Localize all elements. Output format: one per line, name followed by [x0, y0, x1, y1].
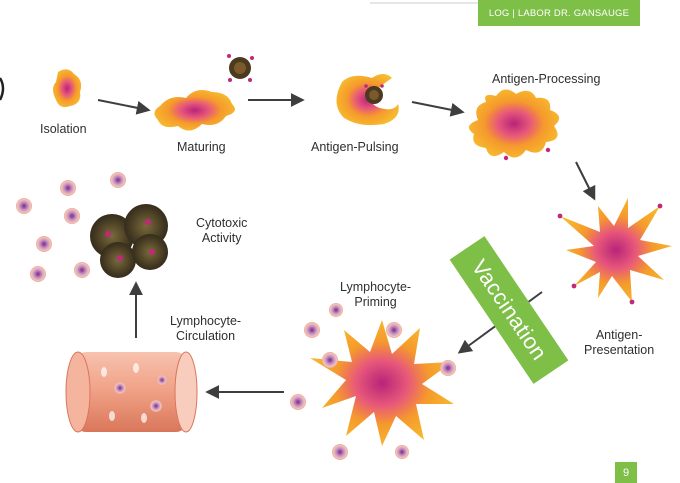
- label-lymphocyte-priming-line1: Lymphocyte-: [340, 280, 412, 294]
- label-cytotoxic-activity-line2: Activity: [201, 231, 242, 245]
- arrow-isolation-to-maturing: [97, 99, 151, 115]
- label-lymphocyte-priming: Lymphocyte- Priming: [340, 280, 411, 310]
- antigen-pulsing-cell-icon: [336, 74, 399, 126]
- maturing-cell-icon: [154, 90, 235, 131]
- label-lymphocyte-circulation-line2: Circulation: [176, 329, 236, 343]
- label-antigen-pulsing: Antigen-Pulsing: [311, 140, 399, 154]
- blood-vessel-icon: [65, 351, 198, 433]
- label-lymphocyte-circulation: Lymphocyte- Circulation: [170, 314, 241, 344]
- header-tag: LOG | LABOR DR. GANSAUGE: [478, 0, 640, 26]
- label-cytotoxic-activity-line1: Cytotoxic: [196, 216, 248, 230]
- top-rule: [370, 2, 478, 4]
- label-antigen-presentation-line1: Antigen-: [595, 328, 643, 342]
- tumor-cluster-icon: [90, 204, 168, 278]
- label-cytotoxic-activity: Cytotoxic Activity: [196, 216, 247, 246]
- label-lymphocyte-priming-line2: Priming: [354, 295, 397, 309]
- label-antigen-processing: Antigen-Processing: [492, 72, 601, 86]
- antigen-presentation-cell-icon: [557, 198, 672, 305]
- lymphocyte-priming-cell-icon: [310, 320, 454, 446]
- arrow-pulsing-to-processing: [411, 101, 465, 117]
- page-number: 9: [615, 462, 637, 483]
- label-antigen-presentation: Antigen- Presentation: [584, 328, 654, 358]
- lymphocyte-cluster-priming: [290, 303, 456, 460]
- label-isolation: Isolation: [40, 122, 87, 136]
- antigen-processing-cell-icon: [468, 89, 560, 161]
- isolation-cell-icon: [53, 69, 82, 108]
- antigen-particle-icon: [227, 54, 254, 82]
- arrow-processing-to-presentation: [575, 161, 596, 201]
- label-lymphocyte-circulation-line1: Lymphocyte-: [170, 314, 242, 328]
- edge-mark: [0, 77, 5, 101]
- lymphocyte-cluster-cytotoxic: [16, 172, 126, 282]
- label-maturing: Maturing: [177, 140, 226, 154]
- label-antigen-presentation-line2: Presentation: [584, 343, 655, 357]
